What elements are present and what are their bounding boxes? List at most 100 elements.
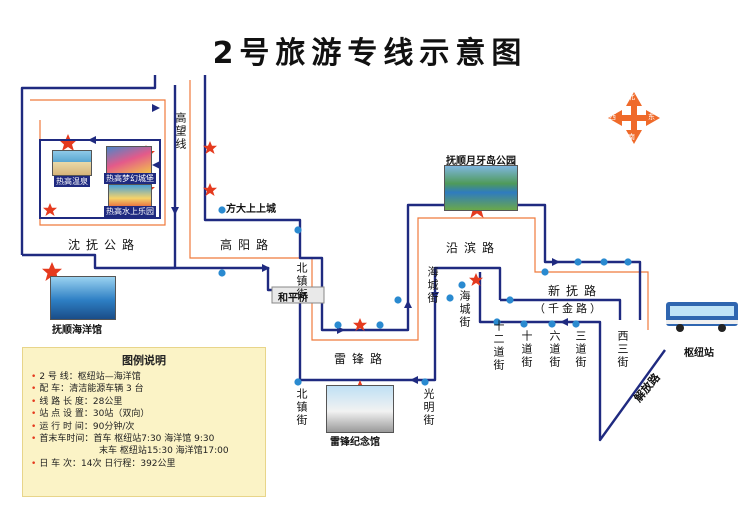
legend-key: 站 点 设 置： — [39, 409, 93, 420]
road-label-liudao: 六道街 — [548, 330, 561, 369]
compass-east: 东 — [648, 113, 655, 121]
attraction-star-icon — [469, 273, 483, 286]
legend-box: 图例说明 •2 号 线：枢纽站—海洋馆 •配 车：清洁能源车辆 3 台 •线 路… — [22, 347, 266, 497]
legend-value: 14次 日行程：392公里 — [81, 458, 176, 469]
bus-stop-icon — [294, 226, 302, 234]
bus-stop-icon — [218, 206, 226, 214]
bus-stop-icon — [624, 258, 632, 266]
bus-stop-icon — [376, 321, 384, 329]
attraction-star-icon — [203, 141, 217, 154]
bus-stop-icon — [458, 281, 466, 289]
legend-key: 线 路 长 度： — [39, 396, 93, 407]
road-label-guangming: 光明街 — [422, 388, 435, 427]
road-label-sandao: 三道街 — [574, 330, 587, 369]
arrow-icon — [152, 161, 160, 169]
legend-row: •首末车时间：首车 枢纽站7:30 海洋馆 9:30 — [31, 434, 215, 445]
legend-row: 末车 枢纽站15:30 海洋馆17:00 — [31, 445, 257, 457]
bus-stops — [218, 206, 632, 386]
map-title: 2号旅游专线示意图 — [212, 36, 528, 71]
route-line-main-north — [203, 75, 642, 332]
road-label-xisan: 西三街 — [616, 330, 629, 369]
arrow-icon — [262, 264, 270, 272]
bus-stop-icon — [394, 296, 402, 304]
leifeng-hall-photo — [326, 385, 394, 433]
legend-row: •日 车 次：14次 日行程：392公里 — [31, 458, 176, 469]
legend-key: 配 车： — [39, 384, 70, 395]
road-label-beizhen-south: 北镇街 — [295, 388, 308, 427]
place-label-spring1: 热高温泉 — [54, 176, 90, 187]
bus-stop-icon — [572, 320, 580, 328]
compass-west: 西 — [609, 113, 616, 121]
road-label-gaowang: 高望线 — [174, 112, 187, 151]
legend-row: •2 号 线：枢纽站—海洋馆 — [31, 372, 141, 382]
legend-row: •站 点 设 置：30站（双向） — [31, 409, 150, 420]
road-label-haicheng: 海城街 — [426, 266, 439, 305]
place-label-leifeng-hall: 雷锋纪念馆 — [330, 437, 380, 448]
place-label-spring3: 热高水上乐园 — [104, 206, 156, 217]
bus-stop-icon — [574, 258, 582, 266]
place-label-heping: 和平桥 — [278, 293, 308, 304]
road-label-gaoyang: 高阳路 — [220, 238, 275, 252]
legend-row: •配 车：清洁能源车辆 3 台 — [31, 384, 144, 395]
road-label-xinfu: 新抚路 — [548, 284, 603, 298]
route-line-xinfu — [500, 298, 622, 320]
legend-value: 28公里 — [92, 396, 123, 407]
attraction-star-icon — [203, 183, 217, 196]
arrow-icon — [152, 104, 160, 112]
route-line-west-loop — [20, 75, 157, 255]
bus-stop-icon — [218, 269, 226, 277]
place-label-spring2: 热高梦幻城堡 — [104, 173, 156, 184]
legend-value: 末车 枢纽站15:30 海洋馆17:00 — [99, 446, 229, 457]
bus-stop-icon — [520, 320, 528, 328]
compass-icon — [608, 92, 660, 144]
legend-title: 图例说明 — [122, 354, 166, 367]
compass-south: 南 — [628, 133, 635, 141]
legend-key: 运 行 时 间： — [39, 421, 93, 432]
bus-stop-icon — [294, 378, 302, 386]
arrow-icon — [552, 258, 560, 266]
road-label-beizhen: 北镇街 — [295, 262, 308, 301]
road-label-shierdao: 十二道街 — [492, 320, 505, 372]
direction-line-main — [189, 80, 649, 341]
attraction-star-icon — [353, 318, 367, 331]
attraction-star-icon — [59, 134, 77, 151]
arrow-icon — [171, 207, 179, 215]
legend-row: •线 路 长 度：28公里 — [31, 396, 123, 407]
hot-spring-area-frame — [39, 139, 161, 219]
road-label-haicheng-2: 海城街 — [458, 290, 471, 329]
legend-value: 枢纽站—海洋馆 — [77, 372, 141, 382]
arrow-icon — [431, 292, 439, 300]
bus-stop-icon — [506, 296, 514, 304]
road-label-qianjin: （千金路） — [534, 302, 604, 315]
legend-value: 90分钟/次 — [92, 421, 135, 432]
place-label-hub: 枢纽站 — [684, 348, 714, 359]
hot-spring-photo-1 — [52, 150, 92, 176]
moon-park-photo — [444, 165, 518, 211]
bus-stop-icon — [421, 378, 429, 386]
hot-spring-photo-2 — [106, 146, 152, 174]
legend-key: 2 号 线： — [39, 372, 78, 382]
legend-key: 首末车时间： — [39, 434, 94, 445]
arrow-icon — [410, 376, 418, 384]
heping-bridge-box — [271, 286, 325, 304]
bus-stop-icon — [600, 258, 608, 266]
legend-value: 清洁能源车辆 3 台 — [69, 384, 144, 395]
place-label-fangda: 方大上上城 — [226, 204, 276, 215]
ocean-photo — [50, 276, 116, 320]
bus-stop-icon — [541, 268, 549, 276]
legend-value: 首车 枢纽站7:30 海洋馆 9:30 — [93, 434, 215, 445]
attraction-star-icon — [43, 203, 57, 216]
arrow-icon — [404, 300, 412, 308]
legend-key: 日 车 次： — [39, 458, 82, 469]
compass-north: 北 — [628, 93, 635, 101]
bus-icon — [666, 302, 738, 332]
place-label-ocean: 抚顺海洋馆 — [52, 325, 102, 336]
legend-value: 30站（双向） — [92, 409, 150, 420]
bus-stop-icon — [548, 320, 556, 328]
road-label-shidao: 十道街 — [520, 330, 533, 369]
arrow-icon — [560, 318, 568, 326]
road-label-yanbin: 沿滨路 — [446, 241, 501, 255]
road-label-shenfu: 沈抚公路 — [68, 238, 141, 252]
bus-stop-icon — [493, 318, 501, 326]
